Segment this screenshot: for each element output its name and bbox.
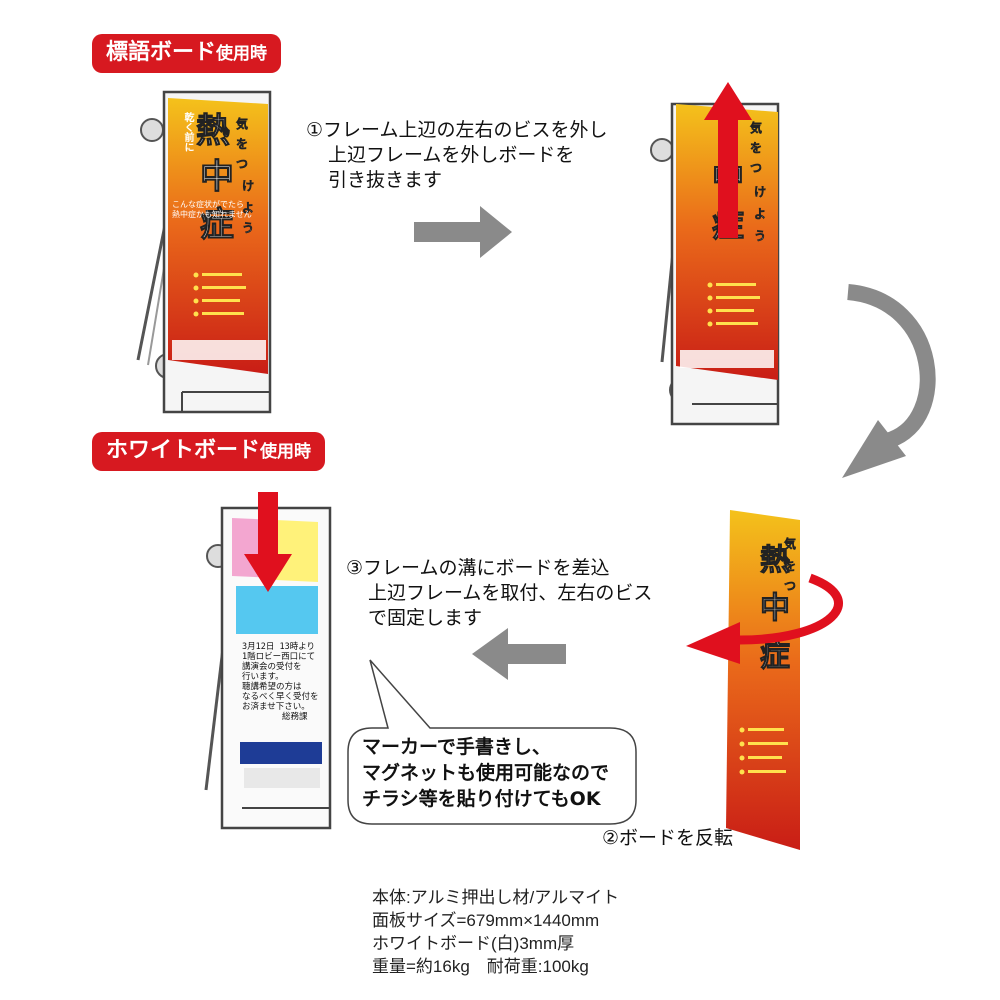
svg-text:よ: よ xyxy=(242,201,254,215)
bubble-line1: マーカーで手書きし、 xyxy=(362,736,551,758)
stand-slogan-1: 熱 中 症 気をつ けよう xyxy=(136,90,272,414)
poster1-note1: こんな症状がでたら xyxy=(172,200,244,209)
svg-text:け: け xyxy=(242,179,254,193)
spec-body: 本体:アルミ押出し材/アルマイト xyxy=(372,888,620,907)
bubble-line3: チラシ等を貼り付けてもOK xyxy=(362,788,601,810)
svg-text:気: 気 xyxy=(236,116,248,131)
arrow-step1 xyxy=(414,206,512,258)
arrow-rotate xyxy=(686,622,740,664)
specs-block: 本体:アルミ押出し材/アルマイト 面板サイズ=679mm×1440mm ホワイト… xyxy=(372,886,619,978)
step3-text: ③フレームの溝にボードを差込 上辺フレームを取付、左右のビス で固定します xyxy=(346,556,652,631)
arrow-pull-up xyxy=(704,82,752,238)
whiteboard-memo: 3月12日 13時より 1階ロビー西口にて 講演会の受付を 行います。 聴講希望… xyxy=(242,642,319,722)
whiteboard-badge: ホワイトボード使用時 xyxy=(92,432,326,471)
svg-text:よ: よ xyxy=(754,207,766,221)
slogan-board-badge: 標語ボード使用時 xyxy=(92,34,282,73)
svg-text:つ: つ xyxy=(236,157,248,171)
memo-line4: 行います。 xyxy=(242,672,284,682)
svg-text:う: う xyxy=(754,229,766,243)
svg-text:気: 気 xyxy=(750,120,762,135)
step1-text: ①フレーム上辺の左右のビスを外し 上辺フレームを外しボードを 引き抜きます xyxy=(306,118,607,193)
poster1-kanji-netsu: 熱 xyxy=(196,111,230,151)
speech-bubble xyxy=(347,659,637,825)
spec-whiteboard: ホワイトボード(白)3mm厚 xyxy=(372,934,575,953)
slogan-board-suffix: 使用時 xyxy=(216,44,268,64)
svg-text:気: 気 xyxy=(784,536,796,551)
memo-line8: 総務課 xyxy=(282,712,308,722)
svg-text:を: を xyxy=(784,559,796,573)
bubble-text: マーカーで手書きし、 マグネットも使用可能なので チラシ等を貼り付けてもOK xyxy=(362,734,609,812)
poster1-note2: 熱中症かも知れません xyxy=(172,210,252,219)
step2-text: ②ボードを反転 xyxy=(602,826,733,851)
memo-line2: 1階ロビー西口にて xyxy=(242,652,316,662)
memo-line5: 聴講希望の方は xyxy=(242,682,302,692)
step1-line1: ①フレーム上辺の左右のビスを外し xyxy=(306,119,608,141)
step3-line1: ③フレームの溝にボードを差込 xyxy=(346,557,610,579)
svg-text:つ: つ xyxy=(750,161,762,175)
slogan-board-label: 標語ボード xyxy=(106,40,217,65)
poster1-side-text: 乾く前に xyxy=(181,112,193,152)
arrow-curve-down xyxy=(846,284,936,448)
svg-text:中: 中 xyxy=(200,157,234,197)
memo-line6: なるべく早く受付を xyxy=(242,692,319,702)
step2-label: ②ボードを反転 xyxy=(602,827,734,849)
whiteboard-label: ホワイトボード xyxy=(106,438,261,463)
step3-line3: で固定します xyxy=(368,607,483,629)
svg-text:熱: 熱 xyxy=(760,543,790,578)
svg-text:症: 症 xyxy=(760,639,790,674)
step1-line3: 引き抜きます xyxy=(328,169,443,191)
flipped-board: 熱 中 症 気をつ xyxy=(686,510,843,850)
svg-text:中: 中 xyxy=(760,591,790,626)
memo-line7: お済ませ下さい。 xyxy=(242,702,310,712)
svg-text:を: を xyxy=(750,141,762,155)
bubble-line2: マグネットも使用可能なので xyxy=(362,762,610,784)
svg-text:う: う xyxy=(242,221,254,235)
spec-panel-size: 面板サイズ=679mm×1440mm xyxy=(372,911,600,930)
svg-text:つ: つ xyxy=(784,579,796,593)
step3-line2: 上辺フレームを取付、左右のビス xyxy=(368,582,653,604)
memo-line3: 講演会の受付を xyxy=(242,662,302,672)
memo-line1: 3月12日 13時より xyxy=(242,642,316,652)
step1-line2: 上辺フレームを外しボードを xyxy=(328,144,575,166)
svg-text:け: け xyxy=(754,185,766,199)
arrow-step3 xyxy=(472,628,566,680)
arrow-insert-down xyxy=(244,492,292,592)
svg-text:を: を xyxy=(236,137,248,151)
spec-weight: 重量=約16kg 耐荷重:100kg xyxy=(372,957,589,976)
stand-slogan-2: 中 症 気をつ けよう xyxy=(650,82,780,426)
svg-text:症: 症 xyxy=(200,205,234,245)
poster1-note: こんな症状がでたら 熱中症かも知れません xyxy=(172,200,252,220)
stand-whiteboard xyxy=(204,492,332,830)
poster1-side1: 乾く前に xyxy=(182,112,193,152)
whiteboard-suffix: 使用時 xyxy=(260,442,312,462)
